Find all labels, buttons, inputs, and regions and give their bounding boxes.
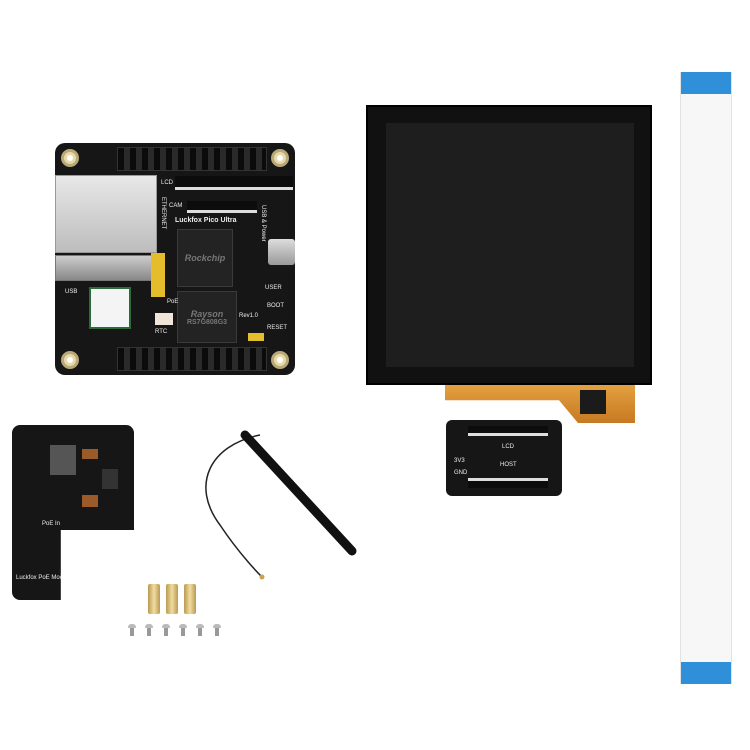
usb-c-port — [268, 239, 295, 265]
poe-label: PoE — [167, 299, 179, 305]
usb-power-label: USB & Power — [260, 205, 266, 242]
flash-chip: Rayson RS7G808G3 — [177, 291, 237, 343]
screw — [179, 624, 187, 636]
lcd-label: LCD — [502, 444, 515, 450]
capacitor — [82, 449, 98, 459]
poe-module-name: Luckfox PoE Module — [16, 575, 72, 581]
ribbon-cable — [680, 72, 732, 684]
gpio-header-bottom — [117, 347, 267, 371]
flash-part: RS7G808G3 — [186, 318, 228, 326]
usb-a-port — [55, 255, 155, 281]
pin-3v3-label: 3V3 — [454, 458, 465, 464]
luckfox-pico-ultra-board: Luckfox Pico Ultra Rockchip Rayson RS7G8… — [55, 143, 295, 375]
poe-module-board: PoE In Luckfox PoE Module — [12, 425, 134, 600]
adapter-connector-top — [468, 426, 548, 436]
cam-label: CAM — [169, 203, 183, 209]
rtc-connector — [155, 313, 173, 325]
antenna-cable — [205, 434, 263, 578]
screw — [145, 624, 153, 636]
lcd-flex-cable — [445, 385, 635, 423]
lcd-label: LCD — [161, 180, 174, 186]
soc-chip: Rockchip — [177, 229, 233, 287]
reset-label: RESET — [267, 325, 288, 331]
ethernet-port — [55, 175, 157, 253]
poe-header — [151, 253, 165, 297]
inductor — [50, 445, 76, 475]
brass-standoff — [184, 584, 196, 614]
soc-brand: Rockchip — [184, 253, 226, 263]
brass-standoff — [166, 584, 178, 614]
flash-brand: Rayson — [190, 308, 224, 319]
ribbon-tab-top — [681, 72, 731, 94]
ethernet-label: ETHERNET — [160, 197, 166, 230]
mounting-hole — [61, 351, 79, 369]
screw — [162, 624, 170, 636]
screw — [128, 624, 136, 636]
rtc-label: RTC — [155, 329, 168, 335]
capacitor — [82, 495, 98, 507]
gpio-header-top — [117, 147, 267, 171]
usb-label: USB — [65, 289, 78, 295]
lcd-connector — [175, 176, 293, 190]
mounting-hole — [271, 149, 289, 167]
boot-label: BOOT — [267, 303, 285, 309]
brass-standoff — [148, 584, 160, 614]
antenna-rod — [240, 430, 357, 556]
lcd-screen — [366, 105, 652, 385]
mounting-hole — [271, 351, 289, 369]
antenna-connector — [259, 574, 265, 580]
pin-gnd-label: GND — [454, 470, 468, 476]
poe-in-label: PoE In — [42, 521, 61, 527]
mounting-hole — [61, 149, 79, 167]
adapter-connector-bottom — [468, 478, 548, 488]
screw — [196, 624, 204, 636]
flex-chip — [580, 390, 606, 414]
cam-connector — [187, 201, 257, 213]
lcd-adapter-board: LCD HOST 3V3 GND — [446, 420, 562, 496]
ic-chip — [102, 469, 118, 489]
rev-label: Rev1.0 — [239, 313, 259, 319]
wifi-antenna — [205, 430, 357, 580]
board-name: Luckfox Pico Ultra — [175, 217, 237, 224]
user-label: USER — [265, 285, 282, 291]
jumper-pins — [248, 333, 264, 341]
host-label: HOST — [500, 462, 517, 468]
ribbon-tab-bottom — [681, 662, 731, 684]
wifi-module — [89, 287, 131, 329]
screw — [213, 624, 221, 636]
screen-display-area — [386, 123, 634, 367]
